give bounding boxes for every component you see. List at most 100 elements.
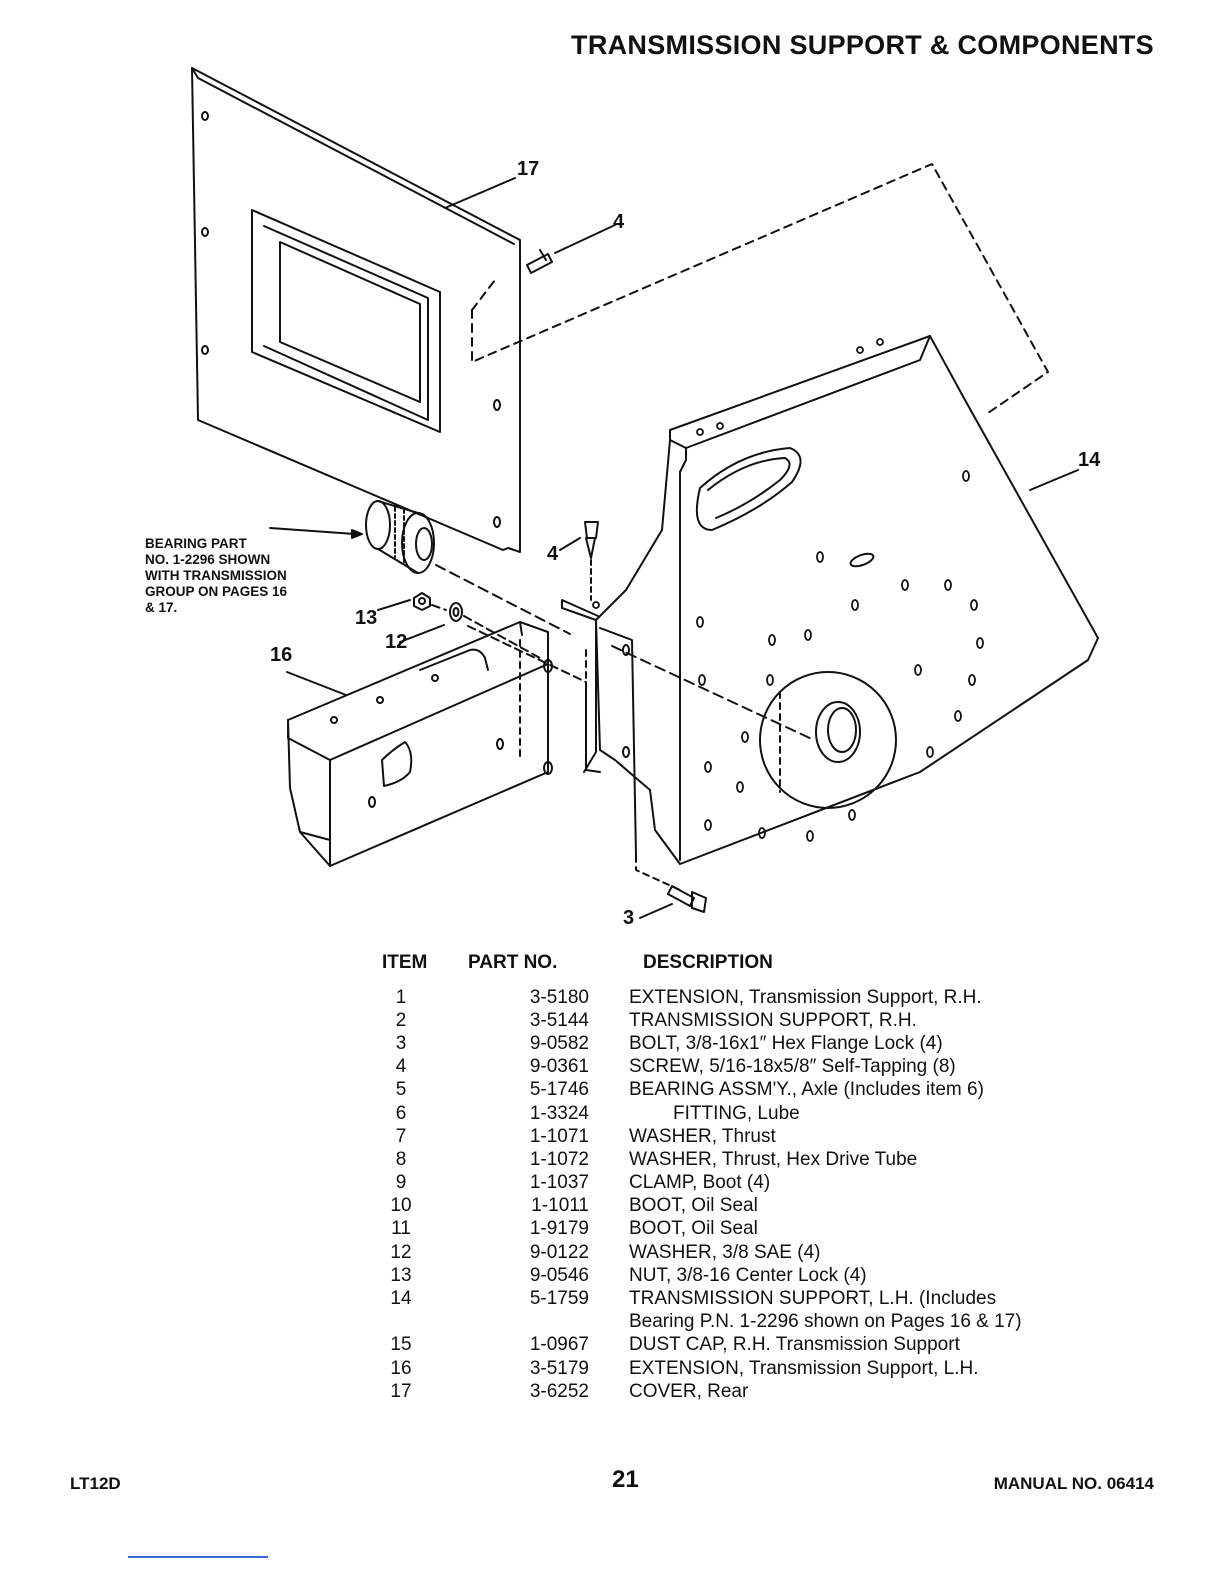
row-part-no: 1-3324 (529, 1102, 589, 1124)
callout-3: 3 (623, 907, 634, 929)
bearing-note: BEARING PART NO. 1-2296 SHOWN WITH TRANS… (145, 536, 330, 616)
row-part-no: 3-6252 (529, 1380, 589, 1402)
screw-part-middle (559, 521, 599, 601)
row-part-no: 5-1759 (529, 1288, 589, 1310)
note-line: BEARING PART (145, 536, 247, 551)
row-description: BEARING ASSM'Y., Axle (Includes item 6) (629, 1079, 984, 1101)
note-line: & 17. (145, 600, 178, 615)
row-part-no: 1-1011 (531, 1195, 589, 1217)
row-description: WASHER, 3/8 SAE (4) (629, 1241, 821, 1263)
callout-12: 12 (385, 631, 407, 653)
table-row: 12 9-0122 WASHER, 3/8 SAE (4) (378, 1241, 1022, 1264)
row-item: 13 (390, 1264, 412, 1286)
row-part-no: 9-0361 (529, 1056, 589, 1078)
row-item: 15 (390, 1334, 412, 1356)
extension-rh-bracket-dashed (585, 627, 681, 891)
note-line: WITH TRANSMISSION (145, 568, 287, 583)
row-description: BOOT, Oil Seal (629, 1195, 758, 1217)
row-item: 8 (395, 1148, 407, 1170)
link-underline[interactable] (128, 1556, 268, 1558)
row-item: 10 (390, 1195, 412, 1217)
table-row: 3 9-0582 BOLT, 3/8-16x1″ Hex Flange Lock (… (378, 1032, 1022, 1055)
row-item: 9 (395, 1172, 407, 1194)
table-row: 4 9-0361 SCREW, 5/16-18x5/8″ Self-Tapping … (378, 1056, 1022, 1079)
page-title: TRANSMISSION SUPPORT & COMPONENTS (571, 30, 1154, 60)
row-part-no: 1-9179 (529, 1218, 589, 1240)
table-row: 10 1-1011 BOOT, Oil Seal (378, 1195, 1022, 1218)
row-item: 2 (395, 1009, 407, 1031)
table-row: 14 5-1759 TRANSMISSION SUPPORT, L.H. (Incl… (378, 1287, 1022, 1310)
callout-labels: 17 4 14 4 13 12 16 3 (270, 158, 1101, 929)
callout-4-middle: 4 (547, 543, 559, 565)
extension-lh-part (287, 621, 553, 867)
table-row: 16 3-5179 EXTENSION, Transmission Support,… (378, 1357, 1022, 1380)
row-description: DUST CAP, R.H. Transmission Support (629, 1334, 960, 1356)
callout-4-top: 4 (613, 211, 625, 233)
table-row: Bearing P.N. 1-2296 shown on Pages 16 & … (378, 1311, 1022, 1334)
page-number: 21 (612, 1466, 639, 1493)
table-row: 15 1-0967 DUST CAP, R.H. Transmission Supp… (378, 1334, 1022, 1357)
table-row: 9 1-1037 CLAMP, Boot (4) (378, 1172, 1022, 1195)
row-description: Bearing P.N. 1-2296 shown on Pages 16 & … (629, 1311, 1022, 1333)
table-row: 6 1-3324 FITTING, Lube (378, 1102, 1022, 1125)
callout-13: 13 (355, 607, 377, 629)
row-item: 1 (395, 986, 407, 1008)
callout-16: 16 (270, 644, 292, 666)
row-part-no: 9-0582 (529, 1032, 589, 1054)
row-part-no: 3-5180 (529, 986, 589, 1008)
row-part-no: 1-1071 (529, 1125, 589, 1147)
transmission-support-lh-part (561, 335, 1099, 865)
row-description: CLAMP, Boot (4) (629, 1172, 771, 1194)
row-description: TRANSMISSION SUPPORT, L.H. (Includes (629, 1288, 997, 1310)
row-part-no: 3-5179 (529, 1357, 589, 1379)
row-part-no: 9-0546 (529, 1264, 589, 1286)
table-row: 2 3-5144 TRANSMISSION SUPPORT, R.H. (378, 1009, 1022, 1032)
header-part-no: PART NO. (468, 952, 558, 973)
row-part-no: 1-1037 (529, 1172, 589, 1194)
exploded-parts-diagram: 17 4 14 4 13 12 16 3 (0, 60, 1224, 940)
row-description: WASHER, Thrust, Hex Drive Tube (629, 1148, 918, 1170)
callout-14: 14 (1078, 449, 1101, 471)
diagram-drawing: 17 4 14 4 13 12 16 3 (191, 67, 1101, 929)
row-part-no: 1-0967 (529, 1334, 589, 1356)
model-number: LT12D (70, 1474, 121, 1493)
callout-17: 17 (517, 158, 539, 180)
row-item: 3 (395, 1032, 407, 1054)
bolt-part (639, 885, 707, 919)
note-line: NO. 1-2296 SHOWN (145, 552, 271, 567)
manual-number: MANUAL NO. 06414 (993, 1474, 1154, 1493)
table-row: 7 1-1071 WASHER, Thrust (378, 1125, 1022, 1148)
row-item: 6 (395, 1102, 407, 1124)
parts-table-header: ITEM PART NO. DESCRIPTION (378, 952, 1022, 986)
row-item: 4 (395, 1056, 407, 1078)
row-description: TRANSMISSION SUPPORT, R.H. (629, 1009, 917, 1031)
row-description: WASHER, Thrust (629, 1125, 776, 1147)
rear-cover-part (191, 67, 521, 553)
note-line: GROUP ON PAGES 16 (145, 584, 288, 599)
header-description: DESCRIPTION (643, 952, 773, 973)
row-part-no: 3-5144 (529, 1009, 589, 1031)
row-description: NUT, 3/8-16 Center Lock (4) (629, 1264, 867, 1286)
row-part-no: 5-1746 (529, 1079, 589, 1101)
row-description: EXTENSION, Transmission Support, L.H. (629, 1357, 979, 1379)
row-item: 12 (390, 1241, 412, 1263)
table-row: 8 1-1072 WASHER, Thrust, Hex Drive Tube (378, 1148, 1022, 1171)
row-description: FITTING, Lube (673, 1102, 800, 1124)
table-row: 1 3-5180 EXTENSION, Transmission Support, … (378, 986, 1022, 1009)
row-part-no: 9-0122 (529, 1241, 589, 1263)
row-item: 16 (390, 1357, 412, 1379)
row-description: EXTENSION, Transmission Support, R.H. (629, 986, 982, 1008)
table-row: 13 9-0546 NUT, 3/8-16 Center Lock (4) (378, 1264, 1022, 1287)
row-item: 14 (390, 1288, 412, 1310)
row-part-no: 1-1072 (529, 1148, 589, 1170)
row-description: SCREW, 5/16-18x5/8″ Self-Tapping (8) (629, 1056, 956, 1078)
row-item: 7 (395, 1125, 407, 1147)
row-description: BOLT, 3/8-16x1″ Hex Flange Lock (4) (629, 1032, 943, 1054)
bearing-part (365, 500, 435, 574)
row-description: BOOT, Oil Seal (629, 1218, 758, 1240)
screw-part (526, 224, 616, 274)
